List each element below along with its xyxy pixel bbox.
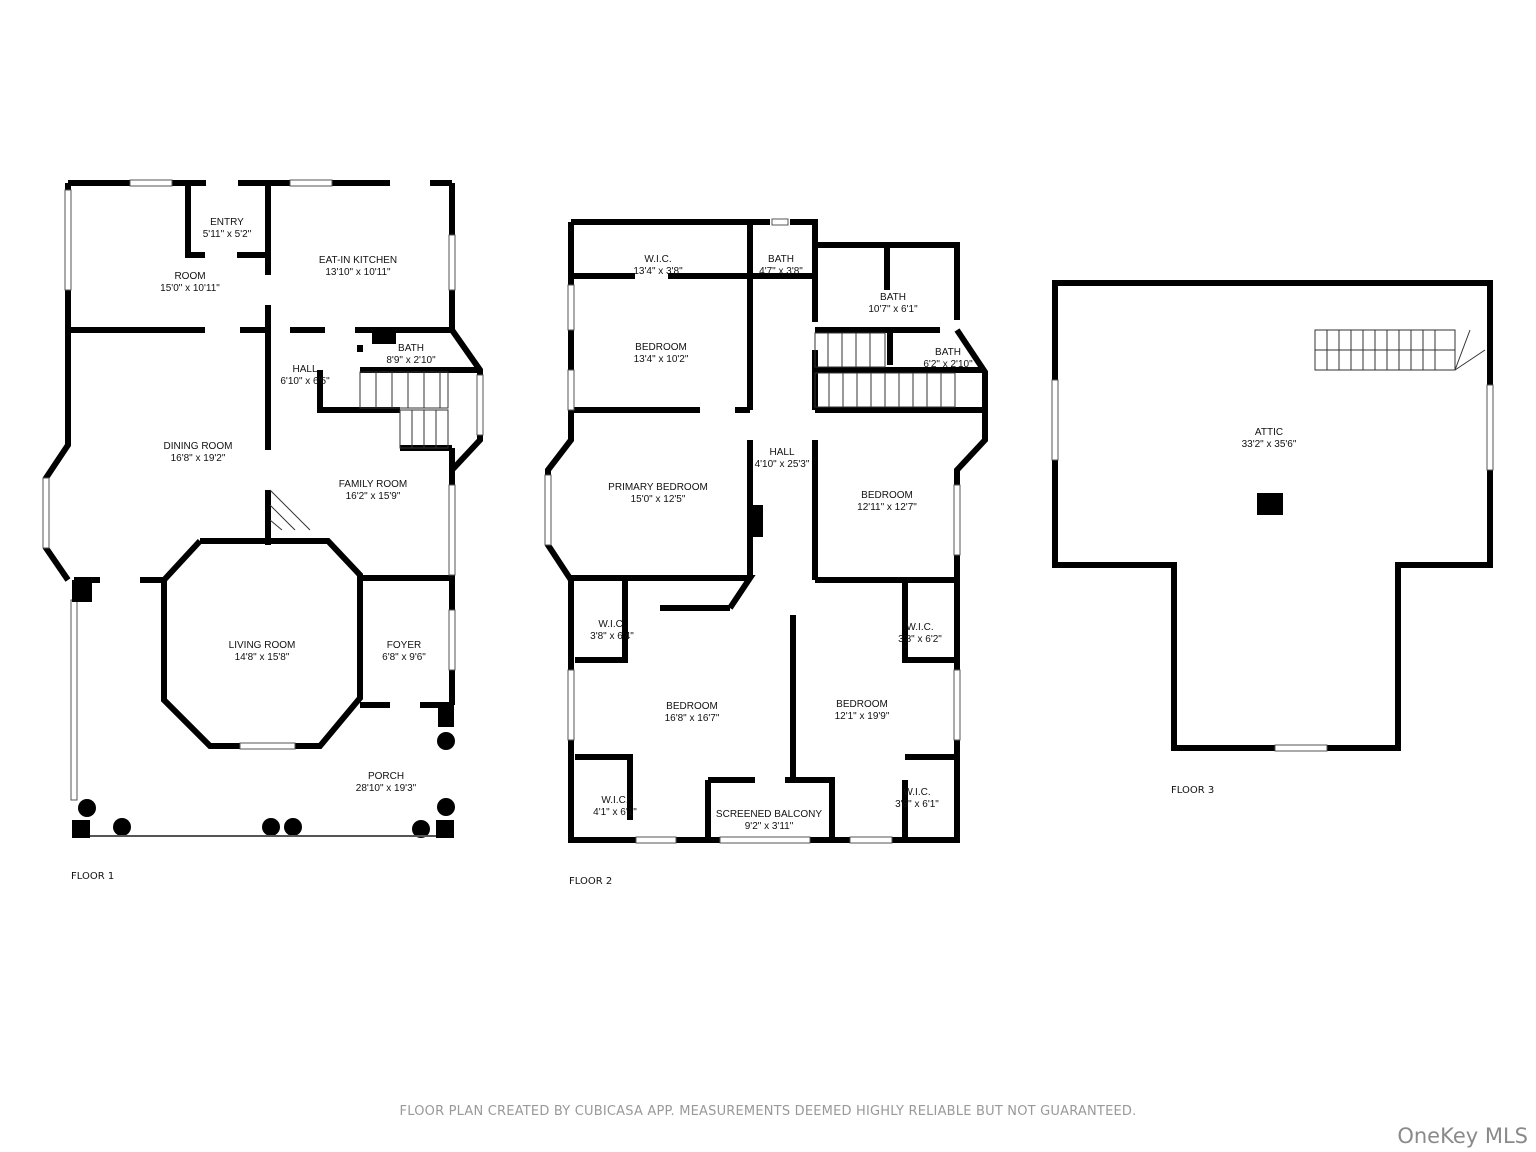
floor-3-title: FLOOR 3: [1171, 785, 1215, 796]
room-label-wic-3: W.I.C.3'8" x 6'2": [898, 622, 942, 645]
floor-2-walls: [545, 219, 988, 843]
floor-1-title: FLOOR 1: [71, 871, 115, 882]
room-label-wic-4: W.I.C.4'1" x 6'1": [593, 795, 637, 818]
room-label-wic-2: W.I.C.3'8" x 6'4": [590, 619, 634, 642]
floor-1-walls: [43, 180, 483, 749]
room-label-wic-5: W.I.C.3'8" x 6'1": [895, 787, 939, 810]
floor-3-walls: [1052, 280, 1493, 751]
onekey-mls-watermark: OneKey MLS: [1397, 1124, 1528, 1148]
disclaimer-text: FLOOR PLAN CREATED BY CUBICASA APP. MEAS…: [399, 1104, 1137, 1119]
columns-and-chimneys: [72, 330, 1283, 838]
stairs: [269, 329, 1486, 531]
room-label-wic-1: W.I.C.13'4" x 3'8": [633, 254, 683, 277]
floor-2-title: FLOOR 2: [569, 876, 613, 887]
windows: [42, 179, 1494, 844]
